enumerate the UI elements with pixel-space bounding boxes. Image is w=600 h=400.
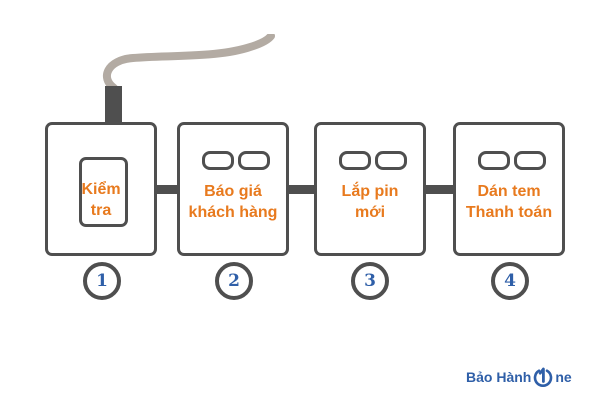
coupler-2-3 <box>289 185 314 194</box>
step-3-car: Lắp pin mới <box>314 122 426 256</box>
step-1-number: 1 <box>83 262 121 300</box>
step-2-car: Báo giá khách hàng <box>177 122 289 256</box>
window-icon <box>339 151 371 170</box>
coupler-1-2 <box>157 185 177 194</box>
smoke-icon <box>103 34 275 90</box>
brand-text-right: ne <box>555 369 572 385</box>
chimney <box>105 86 122 123</box>
step-3-label: Lắp pin mới <box>341 183 399 221</box>
window-icon <box>514 151 546 170</box>
power-one-icon <box>534 367 553 388</box>
step-4-number: 4 <box>491 262 529 300</box>
door-icon <box>79 157 128 227</box>
brand-text-left: Bảo Hành <box>466 369 532 385</box>
step-1-car: Kiểm tra <box>45 122 157 256</box>
coupler-3-4 <box>426 185 453 194</box>
step-2-label: Báo giá khách hàng <box>188 183 278 221</box>
window-icon <box>375 151 407 170</box>
brand-logo: Bảo Hành ne <box>466 366 572 388</box>
step-1-label: Kiểm tra <box>81 181 121 219</box>
window-icon <box>238 151 270 170</box>
window-icon <box>478 151 510 170</box>
window-icon <box>202 151 234 170</box>
step-3-number: 3 <box>351 262 389 300</box>
step-4-car: Dán tem Thanh toán <box>453 122 565 256</box>
step-2-number: 2 <box>215 262 253 300</box>
step-4-label: Dán tem Thanh toán <box>465 183 553 221</box>
